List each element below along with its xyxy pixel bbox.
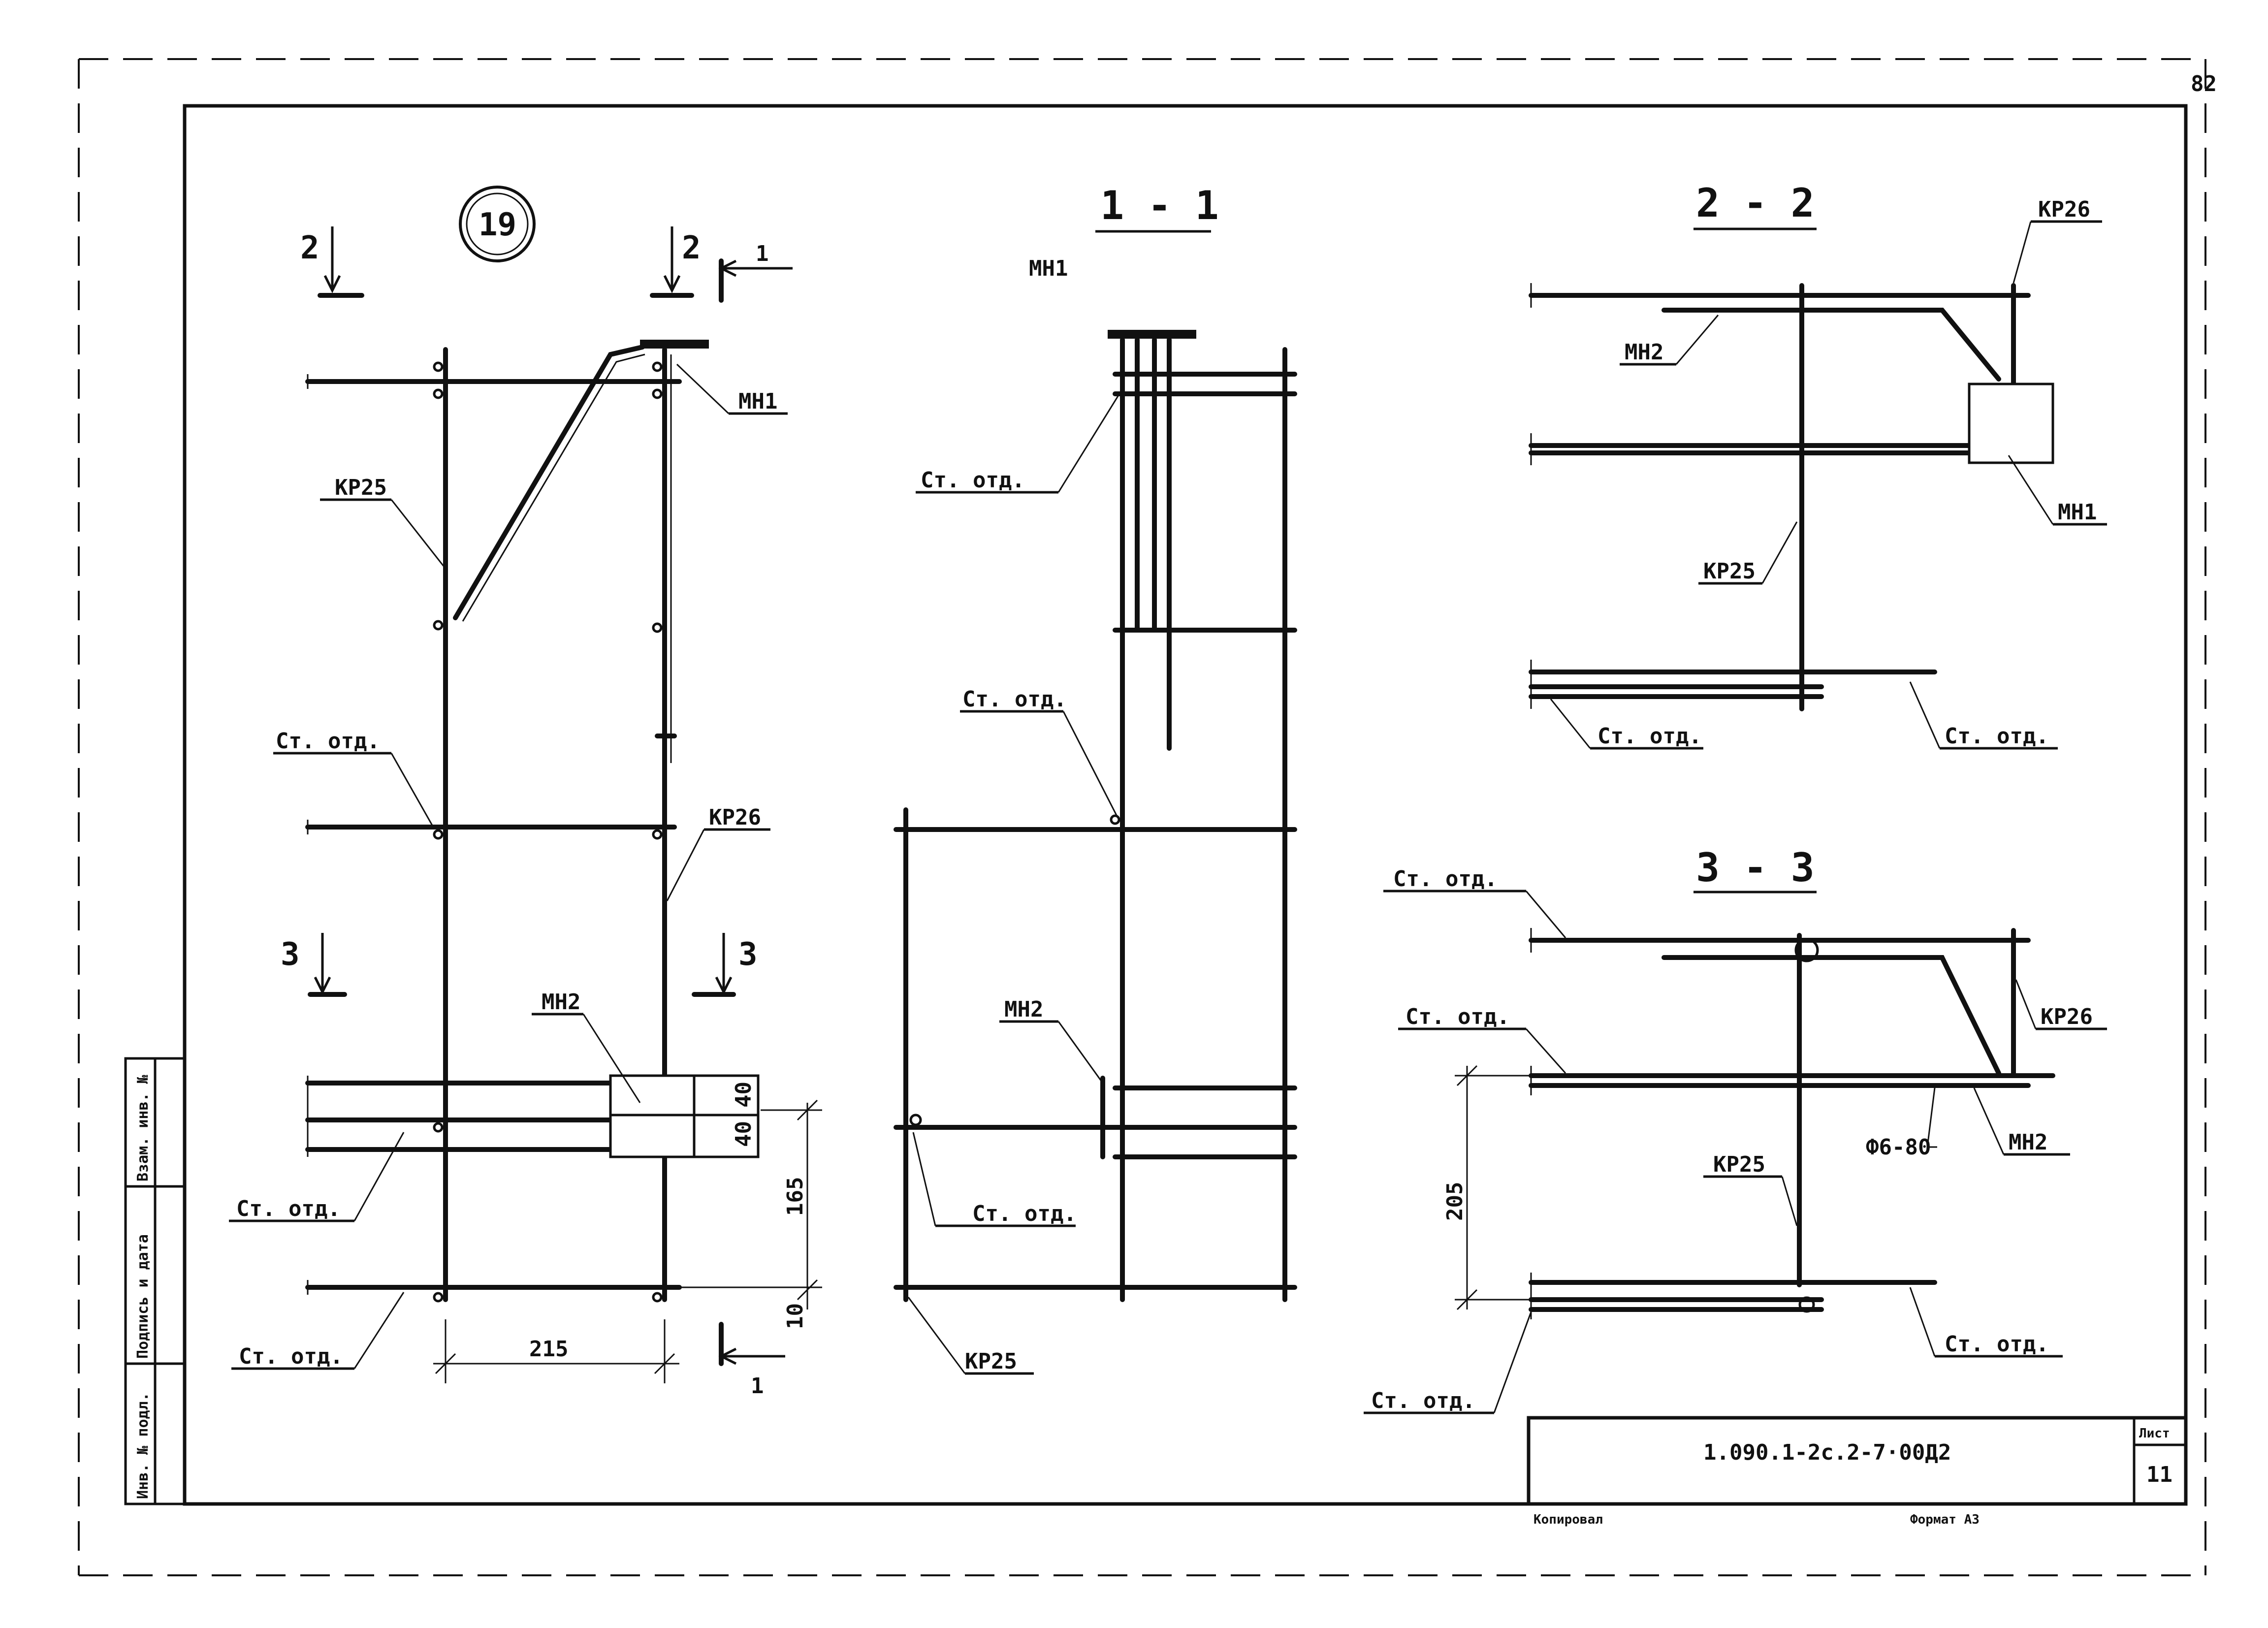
sheet-label: Лист <box>2139 1426 2170 1441</box>
cut-mark-2-left-number: 2 <box>300 230 319 266</box>
side-stamp: Инв. № подл. Подпись и дата Взам. инв. № <box>124 1057 186 1505</box>
label-kr25-section-1-1: КР25 <box>965 1349 1017 1374</box>
bent-bar-kr25 <box>453 345 645 620</box>
label-mn2-view19: МН2 <box>542 990 580 1015</box>
dim-165: 165 <box>783 1177 808 1216</box>
dim-40-upper: 40 <box>731 1082 756 1108</box>
section-1-1-title: 1 - 1 <box>1100 183 1219 228</box>
dim-205: 205 <box>1442 1182 1468 1221</box>
plate-mn1-section-2-2 <box>1968 383 2054 464</box>
leaders-section-1-1 <box>907 388 1123 1375</box>
label-st-otd-section-3-3-d: Ст. отд. <box>1371 1388 1475 1413</box>
horizontal-bars <box>305 374 682 1295</box>
cut-mark-1-top: 1 <box>718 241 793 303</box>
dimension-lines <box>433 1099 822 1383</box>
cut-mark-3-right-number: 3 <box>738 936 758 973</box>
cut-mark-1-bottom-number: 1 <box>751 1373 764 1399</box>
leaders-section-3-3 <box>1364 890 2107 1414</box>
node-number: 19 <box>479 207 516 243</box>
label-mn2-section-1-1: МН2 <box>1004 997 1043 1022</box>
label-kr26-section-2-2: КР26 <box>2038 197 2090 222</box>
label-mn2-section-2-2: МН2 <box>1625 340 1663 365</box>
label-kr25-view19: КР25 <box>335 475 387 500</box>
leaders-view-19 <box>229 363 788 1370</box>
ring-marks <box>433 361 677 1303</box>
view-section-3-3: 3 - 3 205 <box>1364 845 2107 1414</box>
label-kr25-section-3-3: КР25 <box>1713 1152 1765 1177</box>
label-st-otd-section-1-1-c: Ст. отд. <box>972 1201 1077 1226</box>
label-kr26-section-3-3: КР26 <box>2041 1004 2093 1029</box>
label-st-otd-view19-b: Ст. отд. <box>236 1196 341 1221</box>
corner-sheet-number: 82 <box>2191 71 2217 96</box>
cut-mark-2-right-number: 2 <box>682 230 701 266</box>
label-kr26-view19: КР26 <box>709 805 761 830</box>
format-label: Формат А3 <box>1910 1512 1980 1527</box>
cut-mark-2-right: 2 <box>650 226 701 298</box>
label-st-otd-section-1-1-a: Ст. отд. <box>921 468 1025 493</box>
drawing-code: 1.090.1-2с.2-7·00Д2 <box>1703 1440 1951 1465</box>
label-st-otd-section-2-2-a: Ст. отд. <box>1597 724 1702 749</box>
label-mn1-view19: МН1 <box>738 389 777 414</box>
leaders-section-2-2 <box>1550 220 2107 750</box>
label-st-otd-section-3-3-a: Ст. отд. <box>1393 866 1498 892</box>
section-2-2-title: 2 - 2 <box>1696 180 1815 226</box>
label-mn2-section-3-3: МН2 <box>2009 1130 2047 1155</box>
section-3-3-title: 3 - 3 <box>1696 845 1815 891</box>
label-st-otd-section-1-1-b: Ст. отд. <box>962 687 1067 712</box>
cut-mark-1-bottom: 1 <box>718 1322 785 1399</box>
dim-40-lower: 40 <box>731 1121 756 1147</box>
label-st-otd-section-3-3-c: Ст. отд. <box>1945 1332 2049 1357</box>
dim-205-lines <box>1455 1065 1531 1310</box>
stamp-inv-label: Инв. № подл. <box>134 1392 152 1499</box>
sheet-frame <box>78 58 2206 1576</box>
plate-mn1-section <box>1108 330 1196 339</box>
dim-10: 10 <box>783 1303 808 1329</box>
title-block: 1.090.1-2с.2-7·00Д2 Лист 11 Копировал Фо… <box>1527 1416 2188 1527</box>
stamp-signature-label: Подпись и дата <box>134 1234 152 1359</box>
label-mn1-section-2-2: МН1 <box>2058 500 2097 525</box>
cut-mark-3-left: 3 <box>281 933 347 997</box>
cut-mark-3-right: 3 <box>692 933 758 997</box>
cut-mark-1-top-number: 1 <box>756 241 769 266</box>
label-kr25-section-2-2: КР25 <box>1703 559 1756 584</box>
label-anchor-f6-80: Ф6-80 <box>1866 1135 1931 1160</box>
node-number-circle <box>459 186 536 262</box>
view-section-1-1: 1 - 1 МН1 Ст. <box>894 183 1297 1375</box>
sheet-number: 11 <box>2146 1462 2172 1487</box>
label-st-otd-section-3-3-b: Ст. отд. <box>1406 1004 1510 1029</box>
view-node-19: 19 2 2 1 3 <box>229 186 822 1399</box>
copied-by-label: Копировал <box>1533 1512 1603 1527</box>
cut-mark-3-left-number: 3 <box>281 936 300 973</box>
label-st-otd-view19-a: Ст. отд. <box>276 729 380 754</box>
cut-mark-2-left: 2 <box>300 226 364 298</box>
view-section-2-2: 2 - 2 КР26 МН2 МН1 <box>1529 180 2107 750</box>
label-st-otd-view19-c: Ст. отд. <box>239 1344 343 1369</box>
stamp-replace-label: Взам. инв. № <box>134 1074 152 1181</box>
plate-mn1 <box>640 340 709 349</box>
label-st-otd-section-2-2-b: Ст. отд. <box>1945 724 2049 749</box>
node-number-circle-inner <box>466 192 529 255</box>
label-mn1-section-1-1: МН1 <box>1029 256 1068 281</box>
dim-215: 215 <box>529 1337 568 1362</box>
